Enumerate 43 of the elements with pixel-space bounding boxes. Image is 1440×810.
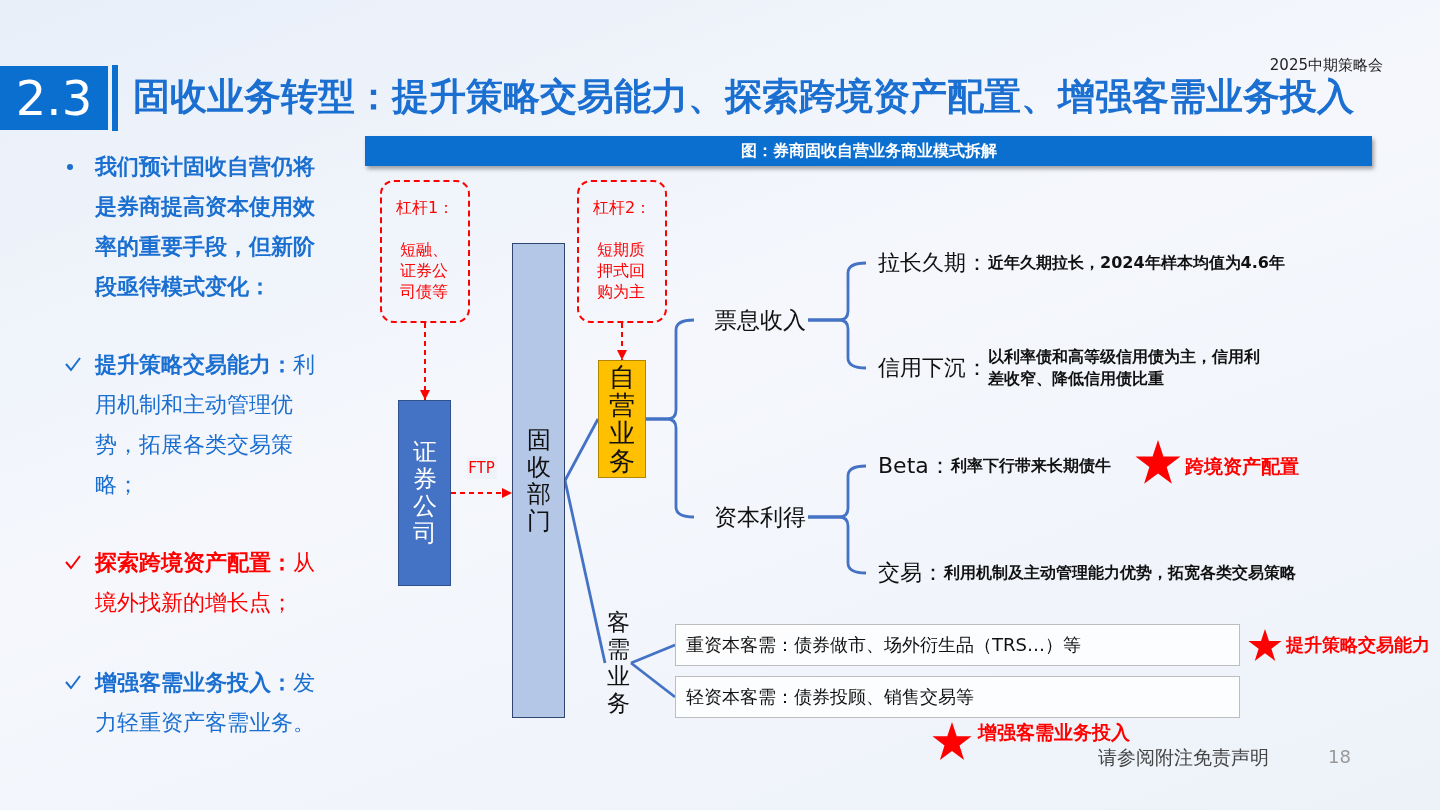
box-text: 短融、证券公司债等: [400, 239, 450, 302]
dashed-box: [380, 180, 470, 323]
branch-label: 资本利得: [714, 504, 806, 530]
branch-label: 客需业务: [605, 607, 631, 719]
section-badge: 2.3: [0, 66, 108, 130]
connector-line: [563, 480, 607, 664]
process-box: 证券公司: [398, 400, 451, 586]
highlight-text: 跨境资产配置: [1185, 454, 1299, 478]
connector-line: [563, 418, 600, 482]
highlight-text: 提升策略交易能力: [1286, 633, 1430, 657]
description-text: 利用机制及主动管理能力优势，拓宽各类交易策略: [944, 562, 1296, 584]
dashed-arrow: [420, 322, 430, 401]
text-box: 轻资本客需：债券投顾、销售交易等: [675, 676, 1240, 718]
description-text: 利率下行带来长期债牛: [950, 455, 1111, 477]
caption-banner: 图：券商固收自营业务商业模式拆解: [365, 136, 1372, 166]
highlight-text: 增强客需业务投入: [978, 720, 1130, 744]
process-box: 固收部门: [512, 243, 565, 718]
bullet-text: 提升策略交易能力：利用机制和主动管理优势，拓展各类交易策略；: [95, 351, 316, 499]
slide-title: 固收业务转型：提升策略交易能力、探索跨境资产配置、增强客需业务投入: [133, 74, 1354, 120]
edge-label: FTP: [466, 457, 497, 479]
text-box: 重资本客需：债券做市、场外衍生品（TRS…）等: [675, 624, 1240, 666]
term-label: Beta：: [878, 452, 951, 480]
term-label: 信用下沉：: [878, 354, 988, 382]
term-label: 交易：: [878, 559, 944, 587]
bullet-text: 增强客需业务投入：发力轻重资产客需业务。: [95, 669, 316, 737]
disclaimer-text: 请参阅附注免责声明: [1098, 745, 1269, 770]
box-heading: 杠杆1：: [395, 197, 455, 219]
header-text: 2025中期策略会: [1269, 55, 1383, 76]
process-box: 自营业务: [598, 360, 646, 478]
description-text: 以利率债和高等级信用债为主，信用利差收窄、降低信用债比重: [988, 346, 1261, 390]
connector-line: [630, 643, 676, 665]
box-heading: 杠杆2：: [592, 197, 652, 219]
description-text: 近年久期拉长，2024年样本均值为4.6年: [988, 252, 1285, 274]
dashed-arrow: [450, 488, 513, 498]
bullet-text: 探索跨境资产配置：从境外找新的增长点；: [95, 549, 316, 617]
bullet-text: 我们预计固收自营仍将是券商提高资本使用效率的重要手段，但新阶段亟待模式变化：: [95, 153, 316, 301]
dashed-box: [577, 180, 667, 323]
box-text: 短期质押式回购为主: [597, 239, 647, 302]
term-label: 拉长久期：: [878, 249, 988, 277]
dashed-arrow: [617, 322, 627, 361]
connector-line: [630, 661, 676, 699]
branch-label: 票息收入: [714, 307, 806, 333]
page-number: 18: [1328, 745, 1351, 769]
